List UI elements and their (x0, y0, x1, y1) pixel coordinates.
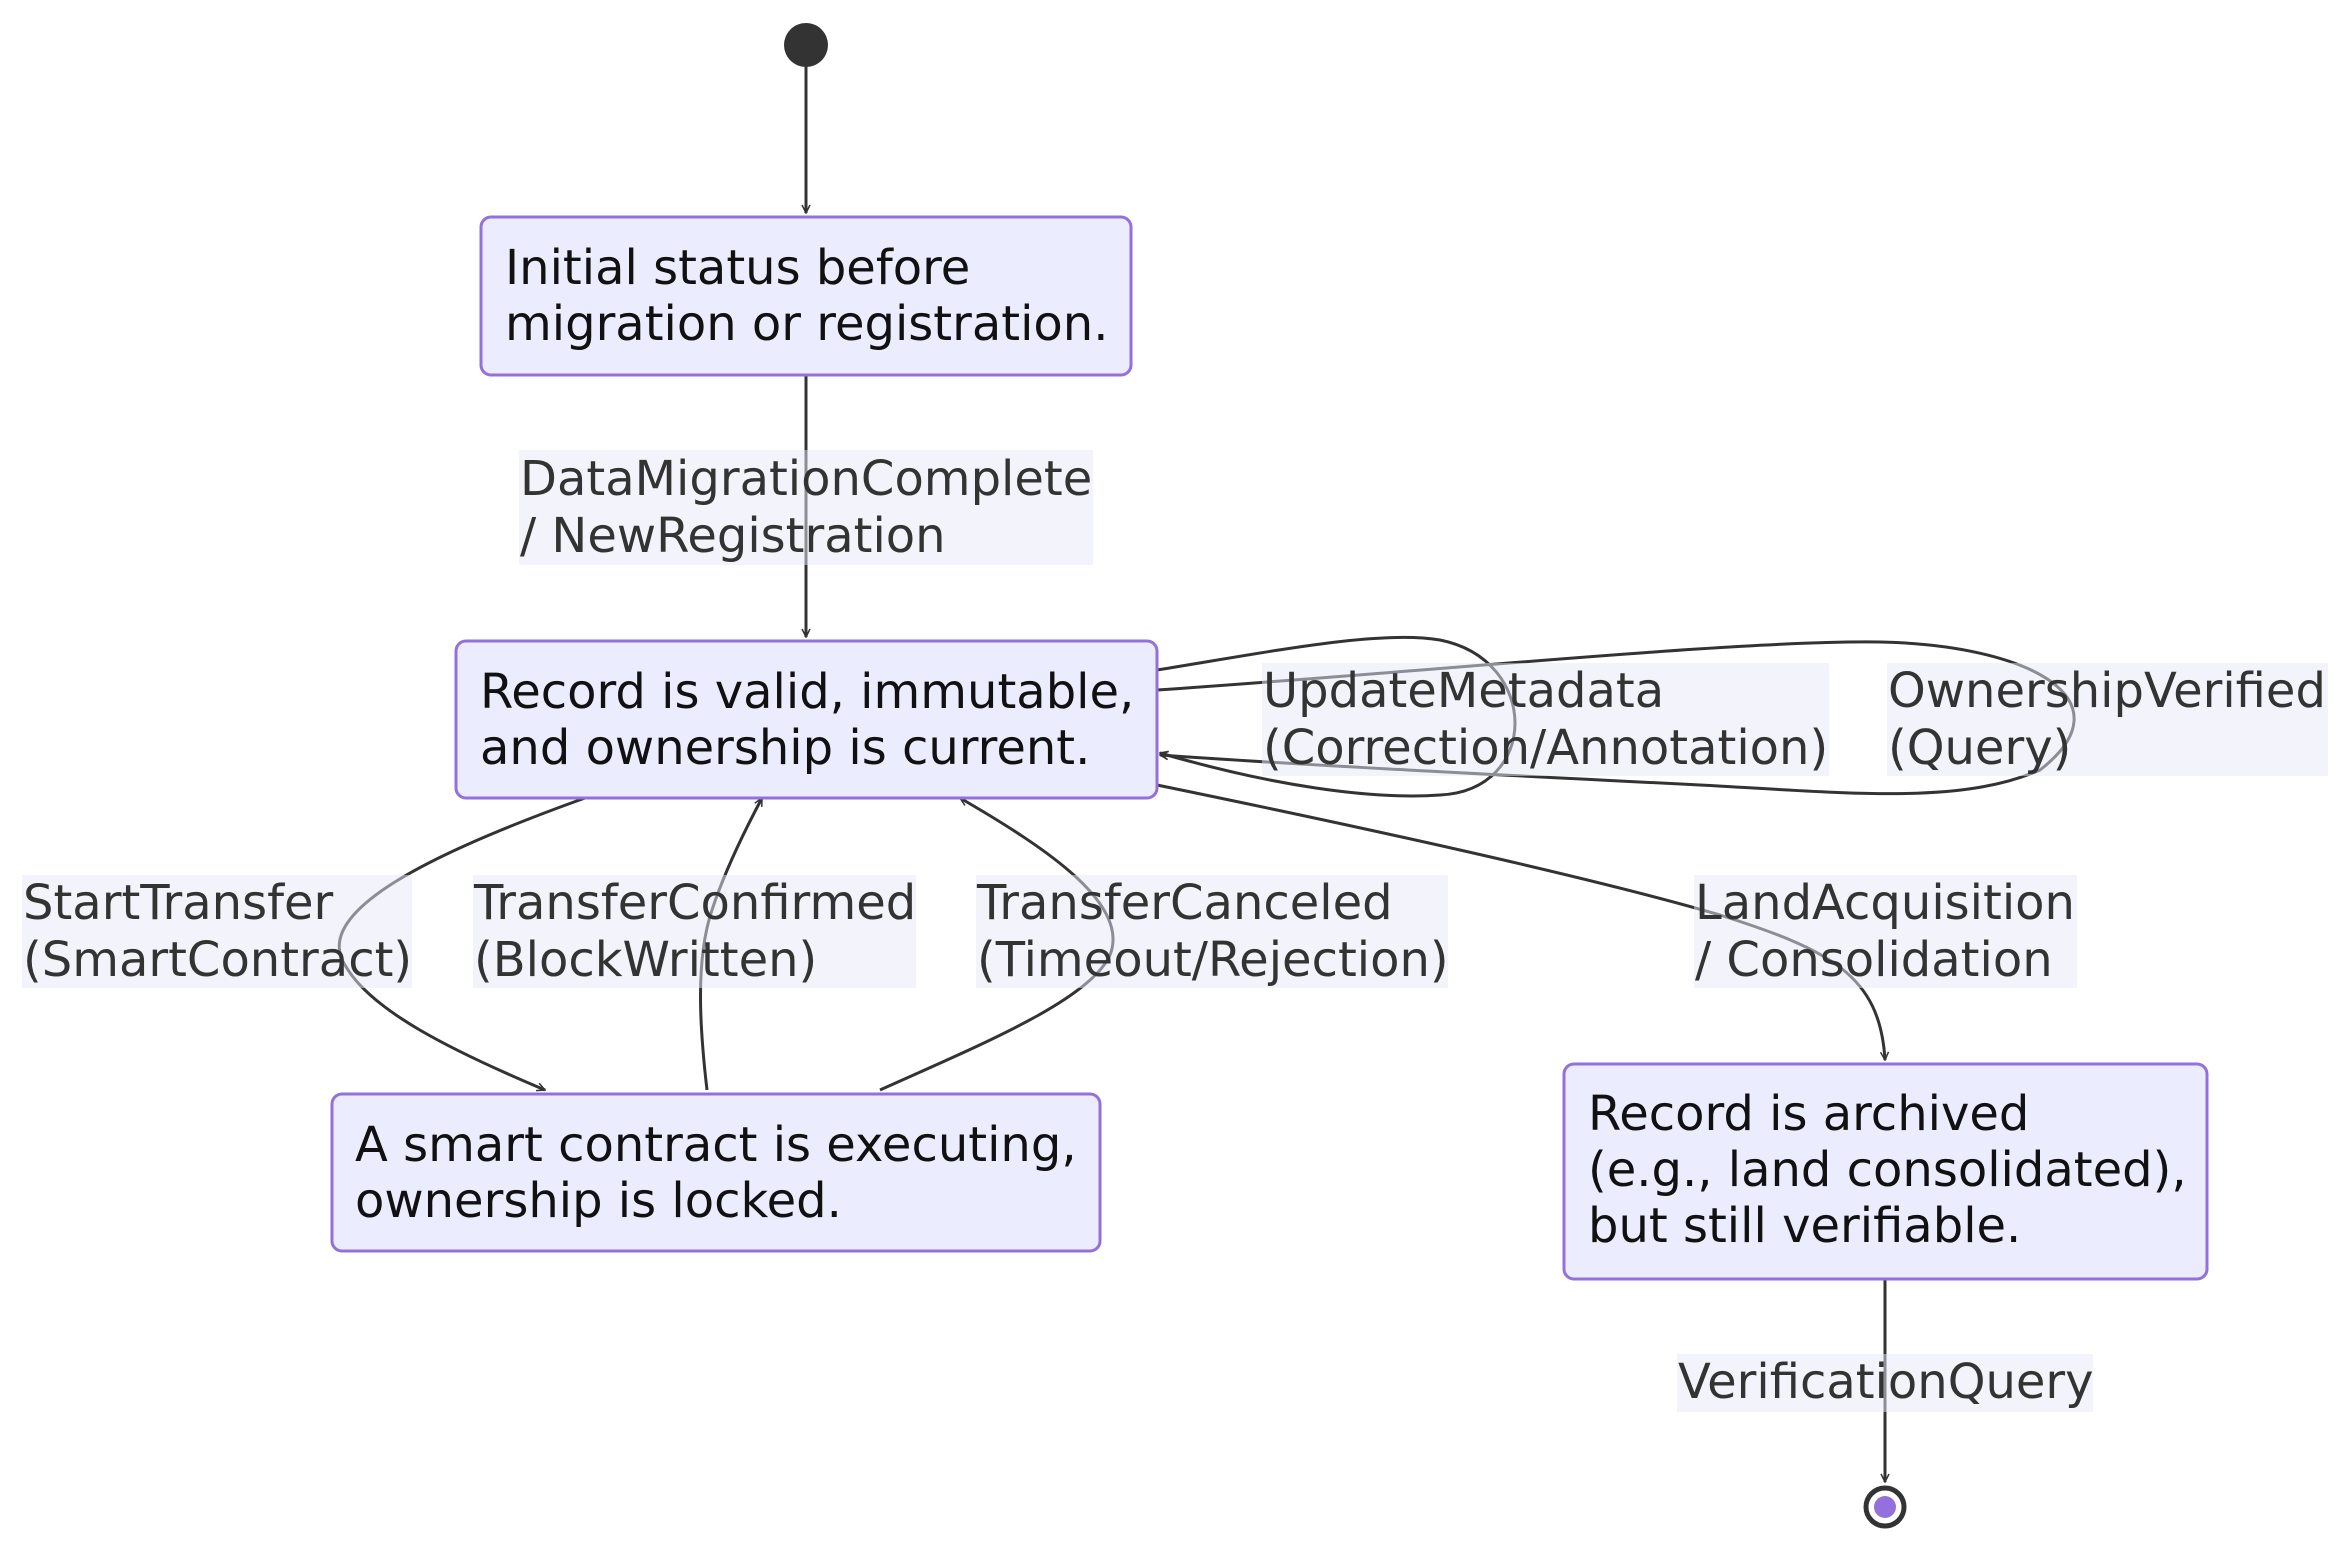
label-migrate-line-1: DataMigrationComplete (520, 451, 1092, 507)
label-verification-query: VerificationQuery (1677, 1354, 2094, 1412)
label-transfer-canceled-line-2: (Timeout/Rejection) (977, 932, 1449, 988)
label-land-acquisition-line-1: LandAcquisition (1695, 875, 2075, 931)
label-ownership-verified: OwnershipVerified (Query) (1887, 663, 2328, 776)
state-prerecord-line-1: Initial status before (505, 240, 970, 296)
label-migrate: DataMigrationComplete / NewRegistration (519, 450, 1093, 565)
state-archived-line-1: Record is archived (1588, 1086, 2029, 1142)
state-transferring-line-1: A smart contract is executing, (355, 1117, 1077, 1173)
state-prerecord-line-2: migration or registration. (505, 296, 1108, 352)
state-archived-line-2: (e.g., land consolidated), (1588, 1142, 2187, 1198)
label-transfer-canceled-line-1: TransferCanceled (976, 875, 1393, 931)
end-node (1863, 1485, 1907, 1529)
state-transferring[interactable]: A smart contract is executing, ownership… (330, 1092, 1102, 1253)
label-transfer-confirmed-line-1: TransferConfirmed (473, 875, 916, 931)
label-transfer-confirmed: TransferConfirmed (BlockWritten) (473, 875, 916, 988)
label-transfer-canceled: TransferCanceled (Timeout/Rejection) (976, 875, 1449, 988)
state-archived-line-3: but still verifiable. (1588, 1198, 2021, 1254)
label-land-acquisition: LandAcquisition / Consolidation (1694, 875, 2077, 988)
state-active-line-1: Record is valid, immutable, (480, 664, 1134, 720)
label-start-transfer-line-1: StartTransfer (23, 875, 334, 931)
label-ownership-verified-line-1: OwnershipVerified (1888, 663, 2326, 719)
state-active-line-2: and ownership is current. (480, 720, 1090, 776)
state-prerecord[interactable]: Initial status before migration or regis… (479, 215, 1133, 377)
label-transfer-confirmed-line-2: (BlockWritten) (474, 932, 817, 988)
state-archived[interactable]: Record is archived (e.g., land consolida… (1562, 1062, 2209, 1281)
label-update-metadata-line-1: UpdateMetadata (1263, 663, 1664, 719)
label-update-metadata: UpdateMetadata (Correction/Annotation) (1262, 663, 1829, 776)
label-start-transfer: StartTransfer (SmartContract) (22, 875, 412, 988)
start-node (784, 23, 828, 67)
label-land-acquisition-line-2: / Consolidation (1695, 932, 2053, 988)
label-update-metadata-line-2: (Correction/Annotation) (1263, 720, 1828, 776)
state-active[interactable]: Record is valid, immutable, and ownershi… (454, 639, 1159, 800)
label-migrate-line-2: / NewRegistration (520, 508, 946, 564)
state-transferring-line-2: ownership is locked. (355, 1173, 842, 1229)
label-start-transfer-line-2: (SmartContract) (23, 932, 412, 988)
label-ownership-verified-line-2: (Query) (1888, 720, 2071, 776)
label-verification-query-line-1: VerificationQuery (1678, 1354, 2094, 1410)
